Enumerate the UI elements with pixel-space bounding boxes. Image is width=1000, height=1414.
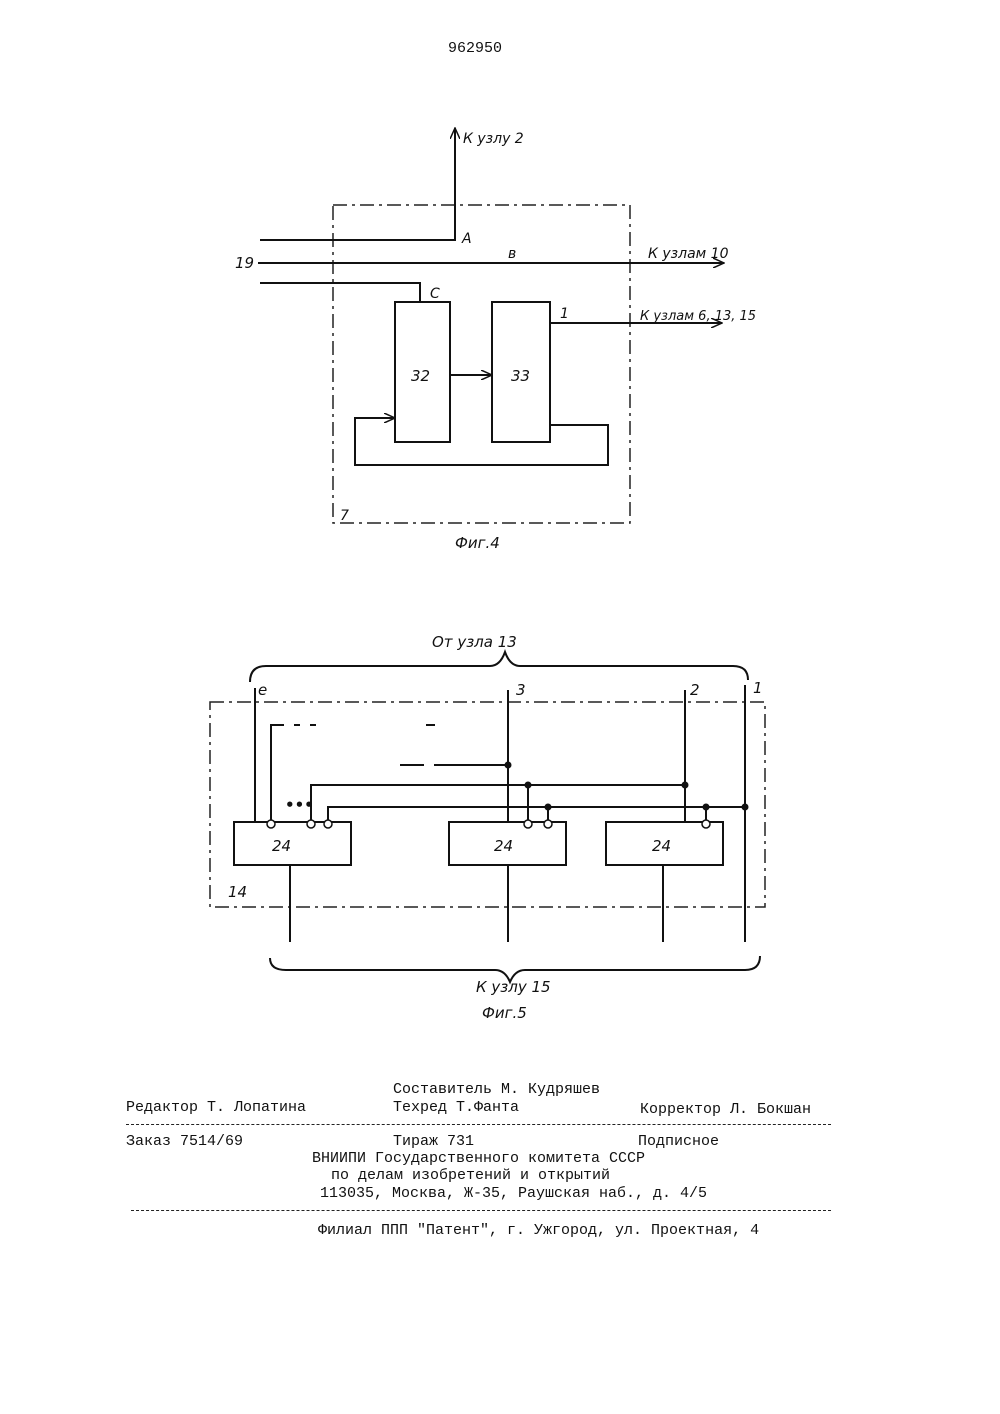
corrector: Корректор Л. Бокшан	[640, 1101, 811, 1118]
line-2-label: 2	[690, 681, 700, 699]
wire-4	[328, 807, 745, 822]
figure-5-diagram: ••• 24 24 24 e 3 2 1 14 От узла 13 К узл…	[0, 600, 1000, 1030]
to-nodes-6-13-15-label: К узлам 6, 13, 15	[640, 309, 756, 324]
block-7-label: 7	[340, 508, 349, 524]
block-7-boundary	[333, 205, 630, 523]
branch: Филиал ППП "Патент", г. Ужгород, ул. Про…	[318, 1222, 759, 1239]
line-3-label: 3	[516, 681, 526, 699]
separator-1	[126, 1124, 831, 1125]
feedback-loop	[355, 418, 608, 465]
techred: Техред Т.Фанта	[393, 1099, 519, 1116]
line-e-label: e	[258, 681, 267, 699]
ellipsis: •••	[285, 796, 314, 814]
figure-4-diagram: 32 33 19 A в C 1 7 К узлу 2 К узлам 10 К…	[0, 0, 1000, 560]
box-33-label: 33	[511, 367, 530, 385]
figure-5-caption: Фиг.5	[482, 1004, 527, 1022]
top-brace	[250, 652, 748, 682]
line-a	[260, 128, 455, 240]
to-node-label: К узлу 15	[476, 978, 551, 996]
editor: Редактор Т. Лопатина	[126, 1099, 306, 1116]
block-14-label: 14	[228, 883, 247, 901]
input-19-label: 19	[235, 254, 254, 272]
compiler: Составитель М. Кудряшев	[393, 1081, 600, 1098]
circulation: Тираж 731	[393, 1133, 474, 1150]
wire-3	[311, 785, 685, 822]
box-24-right-label: 24	[652, 837, 671, 855]
separator-2	[131, 1210, 831, 1211]
to-node-2-label: К узлу 2	[463, 131, 524, 147]
line-c-label: C	[430, 286, 440, 302]
org-line-2: по делам изобретений и открытий	[331, 1167, 610, 1184]
box-24-middle-label: 24	[494, 837, 513, 855]
from-node-label: От узла 13	[432, 633, 517, 651]
line-1-label: 1	[560, 306, 569, 322]
box-24-left	[234, 822, 351, 865]
org-line-1: ВНИИПИ Государственного комитета СССР	[312, 1150, 645, 1167]
order: Заказ 7514/69	[126, 1133, 243, 1150]
box-32-label: 32	[411, 367, 430, 385]
address: 113035, Москва, Ж-35, Раушская наб., д. …	[320, 1185, 707, 1202]
figure-4-caption: Фиг.4	[455, 534, 500, 552]
line-a-label: A	[461, 231, 472, 247]
line-1-label: 1	[753, 679, 763, 697]
to-nodes-10-label: К узлам 10	[648, 246, 729, 262]
subscription: Подписное	[638, 1133, 719, 1150]
line-c	[260, 283, 420, 302]
line-b-label: в	[508, 246, 516, 262]
box-24-left-label: 24	[272, 837, 291, 855]
